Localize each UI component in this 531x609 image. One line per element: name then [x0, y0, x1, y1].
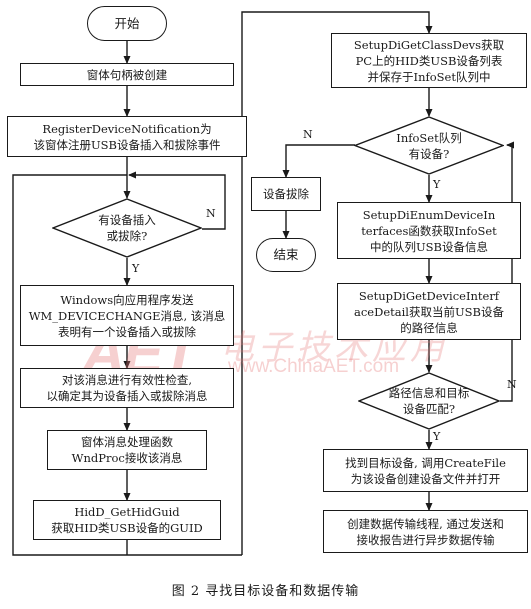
match-decision-yes-label: Y [433, 430, 441, 443]
match-decision-no-label: N [507, 378, 517, 391]
start-node: 开始 [87, 6, 167, 41]
plug-decision-yes-label: Y [132, 262, 140, 275]
queue-decision-no-label: N [303, 128, 313, 141]
plug-decision-text: 有设备插入 或拔除? [98, 213, 156, 243]
window-created-box: 窗体句柄被创建 [20, 63, 234, 86]
get-hid-guid-box: HidD_GetHidGuid 获取HID类USB设备的GUID [33, 500, 221, 540]
end-node: 结束 [256, 238, 316, 272]
watermark-url: www.ChinaAET.com [228, 356, 400, 377]
create-thread-box: 创建数据传输线程, 通过发送和 接收报告进行异步数据传输 [323, 510, 528, 553]
windows-send-message-box: Windows向应用程序发送 WM_DEVICECHANGE消息, 该消息 表明… [20, 285, 234, 346]
queue-decision-text: InfoSet队列 有设备? [396, 130, 462, 161]
register-notification-box: RegisterDeviceNotification为 该窗体注册USB设备插入… [7, 116, 247, 157]
wndproc-box: 窗体消息处理函数 WndProc接收该消息 [47, 430, 207, 470]
get-interface-detail-box: SetupDiGetDeviceInterf aceDetail获取当前USB设… [337, 283, 521, 340]
match-decision-diamond [358, 372, 500, 430]
figure-caption: 图 2 寻找目标设备和数据传输 [171, 584, 360, 599]
validity-check-box: 对该消息进行有效性检查, 以确定其为设备插入或拔除消息 [20, 368, 234, 408]
queue-decision-diamond [354, 116, 504, 175]
device-removed-box: 设备拔除 [251, 177, 321, 211]
get-class-devs-box: SetupDiGetClassDevs获取 PC上的HID类USB设备列表 并保… [331, 33, 527, 88]
plug-decision-no-label: N [206, 207, 216, 220]
match-decision-text: 路径信息和目标 设备匹配? [388, 386, 470, 416]
plug-decision-diamond [52, 198, 202, 258]
create-file-box: 找到目标设备, 调用CreateFile 为该设备创建设备文件并打开 [323, 449, 528, 492]
enum-interfaces-box: SetupDiEnumDeviceIn terfaces函数获取InfoSet … [337, 202, 521, 259]
queue-decision-yes-label: Y [433, 178, 441, 191]
